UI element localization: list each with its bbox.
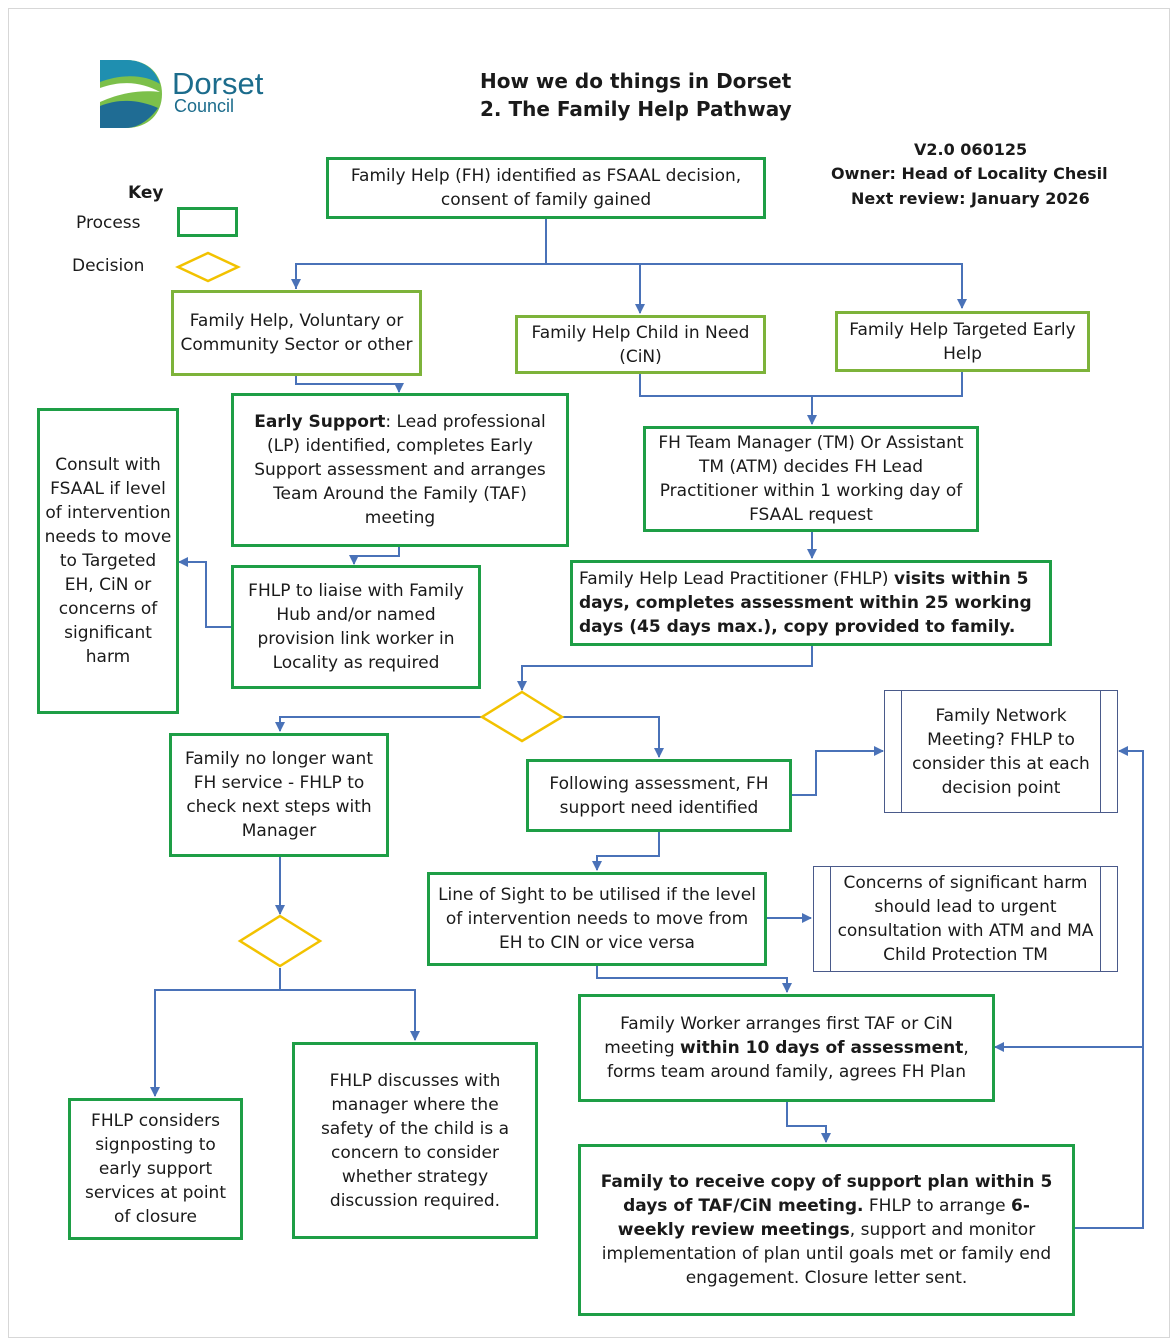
node-concerns-significant-harm: Concerns of significant harm should lead…: [813, 866, 1118, 972]
connector-voluntary-to-early-support: [295, 374, 404, 393]
family-worker-bold: within 10 days of assessment: [680, 1038, 964, 1058]
dorset-council-logo-icon: [100, 60, 162, 128]
key-title: Key: [128, 183, 164, 203]
connector-line-of-sight-to-worker: [596, 964, 792, 993]
node-family-worker-arranges: Family Worker arranges first TAF or CiN …: [578, 994, 995, 1102]
node-family-network-meeting: Family Network Meeting? FHLP to consider…: [884, 690, 1118, 813]
node-consult-fsaal: Consult with FSAAL if level of intervent…: [37, 408, 179, 714]
connector-fh-to-branches: [295, 218, 547, 289]
node-support-plan: Family to receive copy of support plan w…: [578, 1144, 1075, 1316]
node-tm-decides: FH Team Manager (TM) Or Assistant TM (AT…: [643, 426, 979, 532]
connector-decision-left: [275, 716, 482, 732]
connector-plan-feedback: [1074, 746, 1144, 1229]
connector-early-support-to-liaise: [349, 546, 400, 565]
connector-decision-right: [562, 716, 664, 758]
node-early-support: Early Support: Lead professional (LP) id…: [231, 393, 569, 547]
connector-to-cin: [546, 263, 645, 314]
page-frame: [8, 8, 1170, 1338]
connector-targeted-to-tm: [812, 371, 963, 397]
support-plan-text-b: FHLP to arrange: [863, 1196, 1011, 1216]
support-plan-text-d: , support and monitor implementation of …: [601, 1220, 1052, 1288]
logo-brand-sub: Council: [174, 96, 235, 116]
connector-visit-to-decision: [517, 645, 813, 691]
fhlp-visits-text: Family Help Lead Practitioner (FHLP): [579, 569, 894, 589]
key-decision-label: Decision: [72, 256, 145, 276]
support-plan-bold-a: Family to receive copy of support plan w…: [600, 1172, 1053, 1216]
node-voluntary-community: Family Help, Voluntary or Community Sect…: [171, 290, 422, 376]
node-targeted-early-help: Family Help Targeted Early Help: [835, 311, 1090, 372]
next-review-text: Next review: January 2026: [851, 189, 1090, 208]
connector-worker-to-plan: [786, 1101, 831, 1143]
connector-liaise-to-consult: [178, 557, 231, 628]
decision-diamond-closure: [237, 914, 323, 968]
page-title-line2: 2. The Family Help Pathway: [480, 97, 792, 121]
early-support-bold: Early Support: [254, 412, 386, 432]
fhlp-visits-bold: visits within 5 days, completes assessme…: [579, 569, 1032, 637]
key-process-label: Process: [76, 213, 141, 233]
connector-decision-to-signposting: [150, 968, 281, 1097]
connector-cin-to-tm: [639, 373, 817, 425]
key-process-box: [177, 207, 238, 237]
node-signposting: FHLP considers signposting to early supp…: [68, 1098, 243, 1240]
version-text: V2.0 060125: [914, 140, 1028, 159]
node-discusses-manager: FHLP discusses with manager where the sa…: [292, 1042, 538, 1239]
family-worker-text-a: Family Worker arranges first TAF or CiN …: [604, 1014, 953, 1058]
early-support-text: : Lead professional (LP) identified, com…: [254, 412, 546, 528]
connector-following-to-network: [792, 746, 884, 796]
owner-text: Owner: Head of Locality Chesil: [831, 164, 1108, 183]
page-title-line1: How we do things in Dorset: [480, 69, 792, 93]
logo-brand-name: Dorset: [172, 66, 264, 101]
node-fhlp-visits: Family Help Lead Practitioner (FHLP) vis…: [570, 560, 1052, 646]
connector-decision-to-discusses: [280, 989, 420, 1041]
key-decision-diamond: [175, 251, 241, 283]
node-family-no-longer-want: Family no longer want FH service - FHLP …: [169, 733, 389, 857]
node-fh-identified: Family Help (FH) identified as FSAAL dec…: [326, 157, 766, 219]
support-plan-bold-c: 6-weekly review meetings: [617, 1196, 1030, 1240]
decision-diamond-assessment: [479, 690, 565, 743]
connector-following-to-line-of-sight: [592, 831, 660, 871]
node-following-assessment: Following assessment, FH support need id…: [526, 759, 792, 832]
node-line-of-sight: Line of Sight to be utilised if the leve…: [427, 872, 767, 966]
connector-to-targeted: [640, 263, 967, 309]
node-fhlp-liaise: FHLP to liaise with Family Hub and/or na…: [231, 565, 481, 689]
node-child-in-need: Family Help Child in Need (CiN): [515, 315, 766, 374]
family-worker-text-c: , forms team around family, agrees FH Pl…: [607, 1038, 969, 1082]
